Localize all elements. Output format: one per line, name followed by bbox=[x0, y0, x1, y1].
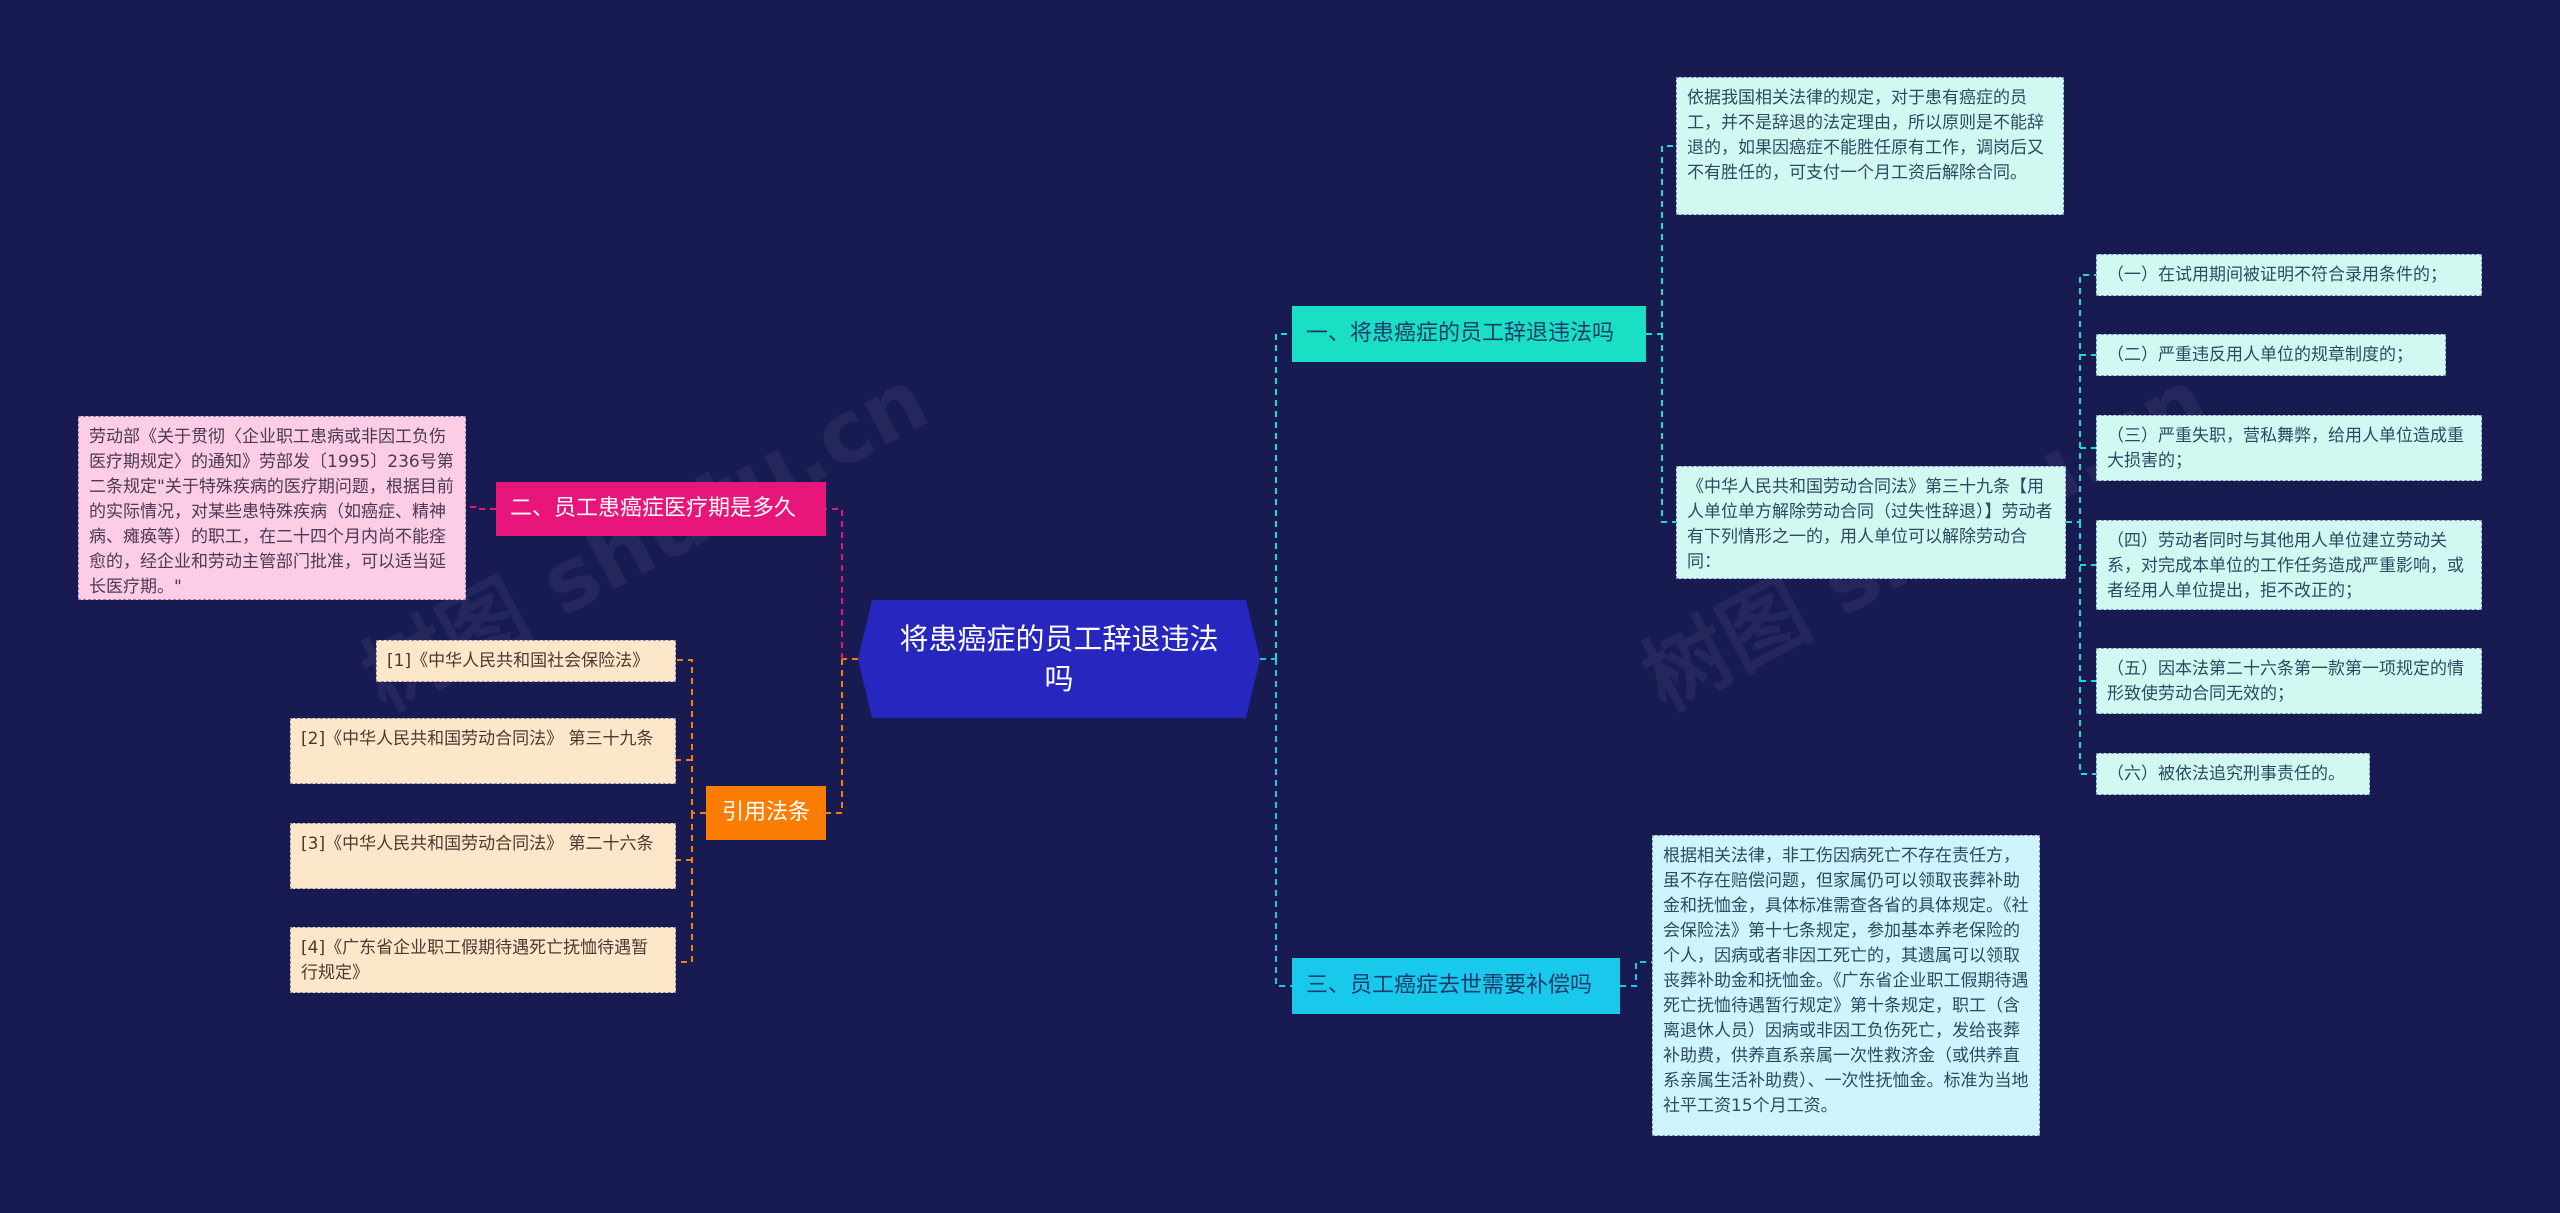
ref-item-3[interactable]: [3]《中华人民共和国劳动合同法》 第二十六条 bbox=[290, 823, 676, 889]
ref-item-2[interactable]: [2]《中华人民共和国劳动合同法》 第三十九条 bbox=[290, 718, 676, 784]
leaf-item-2[interactable]: （二）严重违反用人单位的规章制度的； bbox=[2096, 334, 2446, 376]
leaf-legal-basis[interactable]: 依据我国相关法律的规定，对于患有癌症的员工，并不是辞退的法定理由，所以原则是不能… bbox=[1676, 77, 2064, 215]
leaf-item-5[interactable]: （五）因本法第二十六条第一款第一项规定的情形致使劳动合同无效的； bbox=[2096, 648, 2482, 714]
branch-node-death-compensation[interactable]: 三、员工癌症去世需要补偿吗 bbox=[1292, 958, 1620, 1014]
ref-item-4[interactable]: [4]《广东省企业职工假期待遇死亡抚恤待遇暂行规定》 bbox=[290, 927, 676, 993]
leaf-medical-period[interactable]: 劳动部《关于贯彻〈企业职工患病或非因工负伤医疗期规定〉的通知》劳部发〔1995〕… bbox=[78, 416, 466, 600]
branch-node-illegal-dismissal[interactable]: 一、将患癌症的员工辞退违法吗 bbox=[1292, 306, 1646, 362]
leaf-article-39[interactable]: 《中华人民共和国劳动合同法》第三十九条【用人单位单方解除劳动合同（过失性辞退）】… bbox=[1676, 466, 2066, 579]
branch-node-cited-laws[interactable]: 引用法条 bbox=[706, 786, 826, 840]
ref-item-1[interactable]: [1]《中华人民共和国社会保险法》 bbox=[376, 640, 676, 682]
branch-node-medical-period[interactable]: 二、员工患癌症医疗期是多久 bbox=[496, 482, 826, 536]
leaf-item-3[interactable]: （三）严重失职，营私舞弊，给用人单位造成重大损害的； bbox=[2096, 415, 2482, 481]
leaf-death-compensation[interactable]: 根据相关法律，非工伤因病死亡不存在责任方，虽不存在赔偿问题，但家属仍可以领取丧葬… bbox=[1652, 835, 2040, 1136]
leaf-item-4[interactable]: （四）劳动者同时与其他用人单位建立劳动关系，对完成本单位的工作任务造成严重影响，… bbox=[2096, 520, 2482, 610]
root-node[interactable]: 将患癌症的员工辞退违法吗 bbox=[858, 600, 1260, 718]
leaf-item-1[interactable]: （一）在试用期间被证明不符合录用条件的； bbox=[2096, 254, 2482, 296]
leaf-item-6[interactable]: （六）被依法追究刑事责任的。 bbox=[2096, 753, 2370, 795]
